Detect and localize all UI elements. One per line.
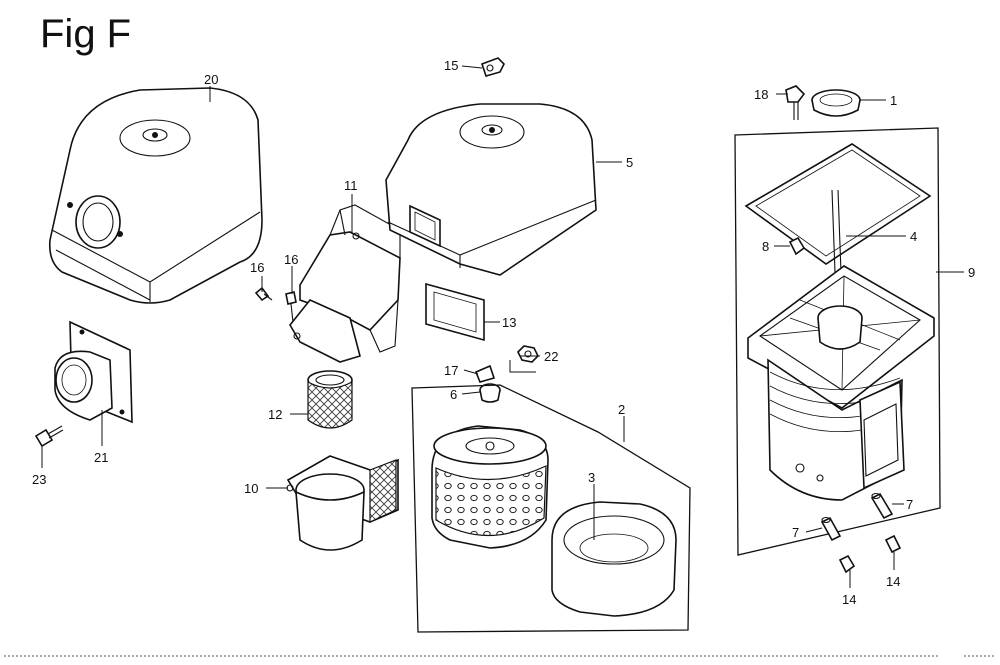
part-3-foam: [551, 501, 677, 617]
part-2-assembly-box: [411, 384, 691, 633]
callout-7-a: 7: [792, 525, 799, 540]
callout-10: 10: [244, 481, 258, 496]
part-20-cover: [48, 87, 263, 304]
callout-1: 1: [890, 93, 897, 108]
callout-16-b: 16: [284, 252, 298, 267]
part-14-cap-b: [884, 534, 902, 554]
part-9-assembly-box: [734, 127, 941, 556]
part-7-tube-a: [820, 516, 842, 542]
callout-5: 5: [626, 155, 633, 170]
callout-16-a: 16: [250, 260, 264, 275]
callout-18: 18: [754, 87, 768, 102]
part-21-elbow: [54, 320, 133, 424]
part-16-screw-b: [285, 291, 297, 323]
callout-14-b: 14: [886, 574, 900, 589]
part-11-guide: [289, 204, 401, 363]
callout-3: 3: [588, 470, 595, 485]
part-5-cover: [385, 103, 597, 276]
callout-2: 2: [618, 402, 625, 417]
part-13-gasket: [425, 282, 485, 342]
callout-11: 11: [344, 178, 358, 193]
part-22-nut: [517, 345, 539, 363]
part-10-cup: [286, 455, 399, 551]
callout-20: 20: [204, 72, 218, 87]
part-14-cap-a: [838, 554, 856, 574]
callout-13: 13: [502, 315, 516, 330]
part-17-clip: [474, 364, 496, 383]
callout-9: 9: [968, 265, 975, 280]
callout-21: 21: [94, 450, 108, 465]
callout-12: 12: [268, 407, 282, 422]
callout-8: 8: [762, 239, 769, 254]
part-23-bolt: [34, 425, 64, 448]
figure-title: Fig F: [40, 12, 132, 56]
part-9-base: [747, 265, 935, 501]
callout-4: 4: [910, 229, 917, 244]
part-2-element: [431, 425, 549, 549]
callout-14-a: 14: [842, 592, 856, 607]
part-8-clip: [788, 236, 806, 256]
callout-15: 15: [444, 58, 458, 73]
part-6-wingnut: [479, 383, 501, 403]
part-15-clip: [480, 57, 505, 77]
callout-7-b: 7: [906, 497, 913, 512]
part-1-ring: [811, 89, 861, 117]
callout-17: 17: [444, 363, 458, 378]
callout-6: 6: [450, 387, 457, 402]
callout-23: 23: [32, 472, 46, 487]
callout-22: 22: [544, 349, 558, 364]
part-16-screw-a: [254, 286, 273, 302]
leader-lines: [41, 65, 964, 588]
part-12-filter: [307, 370, 353, 429]
part-7-tube-b: [870, 492, 894, 520]
part-18-bolt: [785, 85, 806, 120]
callout-labels: 20 15 5 18 1 11 4 9 8 16 16 13 22 17 6 2…: [32, 58, 975, 607]
